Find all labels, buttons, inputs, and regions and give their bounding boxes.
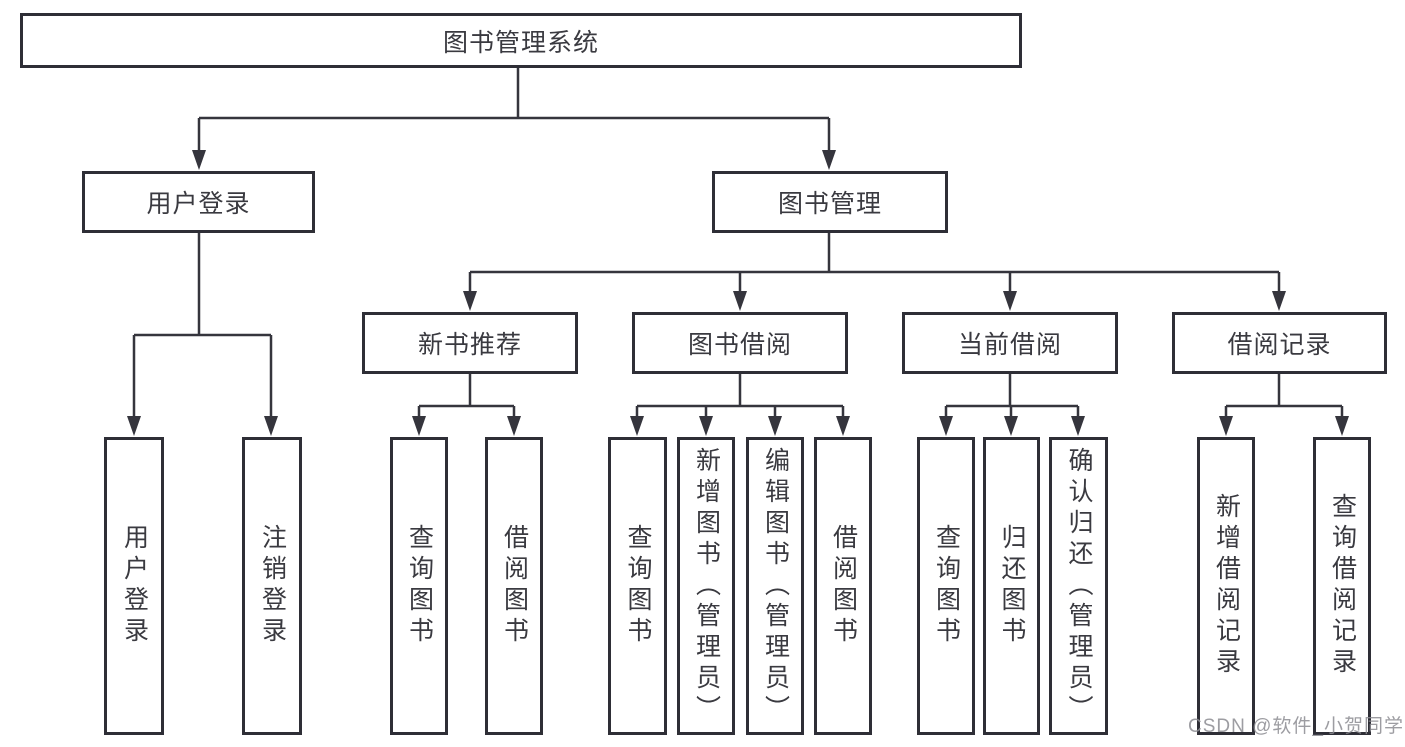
node-bb-edit-book-admin-label: 编辑图书（管理员） [761,446,790,726]
node-cb-return-book-label: 归还图书 [998,524,1026,648]
arrow-icon [412,416,426,436]
connector-new-book-recommend [417,374,516,418]
arrow-icon [507,416,521,436]
arrow-icon [1071,416,1085,436]
node-bb-query-book-label: 查询图书 [624,524,652,648]
node-current-borrow: 当前借阅 [902,312,1118,374]
arrow-icon [822,150,836,170]
node-cb-return-book: 归还图书 [983,437,1040,735]
node-cb-confirm-return-admin-label: 确认归还（管理员） [1065,446,1093,726]
node-nb-query-book: 查询图书 [390,437,448,735]
node-bb-query-book: 查询图书 [608,437,667,735]
node-bb-borrow-book-label: 借阅图书 [829,524,858,648]
connector-current-borrow [944,374,1080,418]
node-borrow-records-label: 借阅记录 [1227,331,1332,359]
node-br-add-record-label: 新增借阅记录 [1212,493,1241,679]
node-cb-query-book-label: 查询图书 [932,524,961,648]
node-nb-borrow-book-label: 借阅图书 [500,524,529,648]
node-user-login: 用户登录 [82,171,315,233]
node-br-query-record-label: 查询借阅记录 [1328,493,1357,679]
arrow-icon [192,150,206,170]
arrow-icon [264,416,278,436]
node-bb-add-book-admin-label: 新增图书（管理员） [692,446,721,726]
node-logout-leaf-label: 注销登录 [258,524,287,648]
node-book-management-label: 图书管理 [777,190,882,218]
connector-book-management [468,233,1281,293]
arrow-icon [463,291,477,311]
node-book-management: 图书管理 [712,171,948,233]
arrowheads [127,150,1349,436]
node-bb-borrow-book: 借阅图书 [814,437,872,735]
node-cb-confirm-return-admin: 确认归还（管理员） [1049,437,1108,735]
arrow-icon [127,416,141,436]
node-user-login-label: 用户登录 [146,190,251,218]
connector-user-login [132,233,273,418]
node-bb-add-book-admin: 新增图书（管理员） [677,437,735,735]
node-logout-leaf: 注销登录 [242,437,302,735]
node-root-label: 图书管理系统 [442,28,599,57]
arrow-icon [1003,291,1017,311]
arrow-icon [1335,416,1349,436]
arrow-icon [836,416,850,436]
node-book-borrow-label: 图书借阅 [687,331,792,359]
node-cb-query-book: 查询图书 [917,437,975,735]
arrow-icon [939,416,953,436]
connector-borrow-records [1224,374,1344,418]
node-user-login-leaf: 用户登录 [104,437,164,735]
node-bb-edit-book-admin: 编辑图书（管理员） [746,437,804,735]
connector-book-borrow [635,374,845,418]
node-nb-borrow-book: 借阅图书 [485,437,543,735]
arrow-icon [1219,416,1233,436]
arrow-icon [733,291,747,311]
node-book-borrow: 图书借阅 [632,312,848,374]
watermark: CSDN @软件_小贺同学 [1188,716,1404,737]
arrow-icon [630,416,644,436]
node-borrow-records: 借阅记录 [1172,312,1387,374]
node-nb-query-book-label: 查询图书 [405,524,434,648]
node-new-book-recommend-label: 新书推荐 [417,331,522,359]
arrow-icon [1004,416,1018,436]
node-root: 图书管理系统 [20,13,1022,68]
node-br-query-record: 查询借阅记录 [1313,437,1371,735]
arrow-icon [1272,291,1286,311]
node-current-borrow-label: 当前借阅 [957,331,1062,359]
node-user-login-leaf-label: 用户登录 [120,524,149,648]
node-br-add-record: 新增借阅记录 [1197,437,1255,735]
arrow-icon [699,416,713,436]
connector-root [197,68,831,152]
node-new-book-recommend: 新书推荐 [362,312,578,374]
arrow-icon [768,416,782,436]
